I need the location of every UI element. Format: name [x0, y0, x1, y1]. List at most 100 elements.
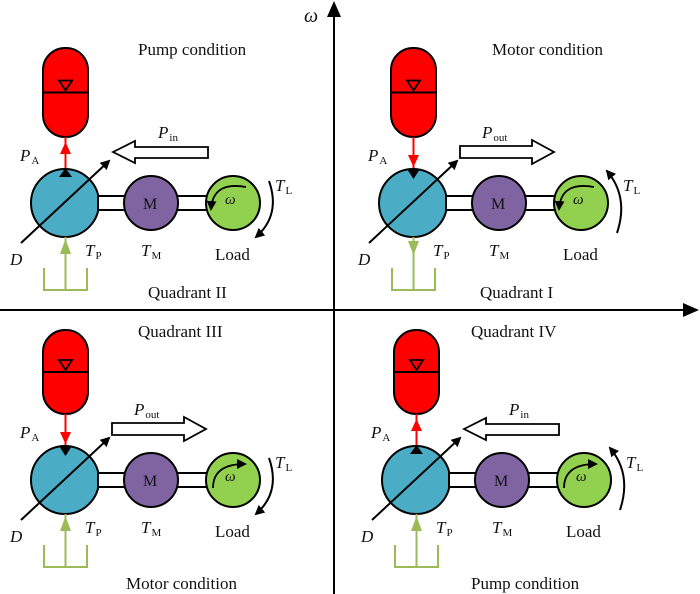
- pressure-flow-up-arrow-icon: [60, 142, 71, 154]
- load-torque-label-subscript: L: [633, 185, 640, 197]
- omega-rotation-arrow-icon: [212, 459, 247, 489]
- pressure-label-pa-subscript: A: [31, 432, 39, 444]
- quadrant-top-label: Quadrant IV: [471, 322, 557, 341]
- motor-torque-label: TM: [141, 241, 161, 262]
- pressure-label-pa: PA: [367, 146, 387, 167]
- load-torque-label-symbol: T: [275, 176, 286, 195]
- motor-circle: [123, 452, 179, 508]
- pump-torque-label: TP: [433, 241, 450, 262]
- load-torque-arrow-icon: [254, 457, 274, 516]
- motor-torque-label: TM: [489, 241, 509, 262]
- power-label: Pin: [157, 123, 178, 144]
- displacement-label-d: D: [360, 527, 374, 546]
- power-flow-left-arrow-icon: [110, 139, 209, 165]
- pump-torque-label-subscript: P: [446, 527, 452, 539]
- pump-torque-label-symbol: T: [436, 518, 447, 537]
- load-omega-label: ω: [225, 192, 236, 208]
- quadrant-top-label: Quadrant III: [138, 322, 223, 341]
- motor-torque-label-symbol: T: [141, 241, 152, 260]
- pressure-label-pa-symbol: P: [19, 423, 30, 442]
- power-label-subscript: in: [520, 409, 529, 421]
- motor-torque-label-symbol: T: [141, 518, 152, 537]
- load-torque-label-symbol: T: [623, 176, 634, 195]
- accumulator: [42, 329, 89, 415]
- quadrant-bottom-label: Quadrant I: [480, 283, 554, 302]
- variable-displacement-arrow: [20, 436, 111, 521]
- load-torque-label-symbol: T: [626, 453, 637, 472]
- power-label-symbol: P: [157, 123, 168, 142]
- shaft-pump-motor: [97, 472, 128, 488]
- motor-torque-label-subscript: M: [502, 527, 512, 539]
- tank-flow-down-arrow-icon: [408, 241, 419, 255]
- fluid-level-triangle-icon: [405, 79, 422, 93]
- omega-rotation-arrow-icon: [554, 185, 595, 211]
- load-torque-label-symbol: T: [275, 453, 286, 472]
- pump-torque-label-subscript: P: [95, 250, 101, 262]
- accumulator: [393, 329, 440, 415]
- power-label-subscript: out: [493, 132, 507, 144]
- motor-torque-label-symbol: T: [492, 518, 503, 537]
- load-label: Load: [563, 245, 598, 264]
- fluid-level-triangle-icon: [408, 359, 425, 372]
- pump-torque-label-subscript: P: [443, 250, 449, 262]
- motor-circle: [474, 452, 530, 508]
- accumulator: [42, 47, 89, 138]
- load-omega-label: ω: [576, 469, 587, 485]
- motor-torque-label-subscript: M: [151, 250, 161, 262]
- power-flow-right-arrow-icon: [459, 138, 556, 166]
- pressure-label-pa-subscript: A: [379, 155, 387, 167]
- load-label: Load: [215, 522, 250, 541]
- load-torque-label-subscript: L: [636, 462, 643, 474]
- power-label-symbol: P: [508, 400, 519, 419]
- motor-torque-label-subscript: M: [499, 250, 509, 262]
- load-omega-label: ω: [225, 469, 236, 485]
- pump-torque-label-symbol: T: [85, 241, 96, 260]
- motor-torque-label-subscript: M: [151, 527, 161, 539]
- pressure-label-pa: PA: [19, 423, 39, 444]
- pump-torque-label: TP: [85, 241, 102, 262]
- load-torque-label-subscript: L: [285, 185, 292, 197]
- motor-torque-label: TM: [141, 518, 161, 539]
- motor-label: M: [143, 473, 157, 490]
- tank-flow-up-arrow-icon: [60, 239, 71, 254]
- pump-torque-label: TP: [85, 518, 102, 539]
- fluid-level-triangle-icon: [57, 79, 74, 93]
- motor-circle: [123, 175, 179, 231]
- displacement-label-d: D: [9, 250, 23, 269]
- pressure-flow-down-arrow-icon: [408, 155, 419, 167]
- load-torque-arrow-icon: [254, 180, 274, 239]
- power-label: Pout: [481, 123, 507, 144]
- axis-label-omega: ω: [304, 5, 318, 27]
- quadrant-top-label: Pump condition: [138, 40, 247, 59]
- load-torque-arrow-icon: [605, 169, 623, 234]
- omega-rotation-arrow-icon: [563, 459, 598, 489]
- pressure-label-pa-symbol: P: [19, 146, 30, 165]
- power-label-symbol: P: [133, 400, 144, 419]
- displacement-label-d: D: [9, 527, 23, 546]
- pressure-label-pa-subscript: A: [382, 432, 390, 444]
- power-label: Pin: [508, 400, 529, 421]
- pump-inlet-triangle-icon: [59, 446, 72, 456]
- pressure-label-pa: PA: [19, 146, 39, 167]
- load-torque-label-subscript: L: [285, 462, 292, 474]
- power-flow-left-arrow-icon: [461, 416, 560, 442]
- motor-label: M: [491, 196, 505, 213]
- pump-torque-label: TP: [436, 518, 453, 539]
- shaft-pump-motor: [445, 195, 476, 211]
- omega-rotation-arrow-icon: [206, 185, 247, 211]
- load-torque-label: TL: [626, 453, 643, 474]
- power-label-subscript: in: [169, 132, 178, 144]
- load-torque-arrow-icon: [608, 446, 626, 511]
- motor-label: M: [494, 473, 508, 490]
- tank-flow-up-arrow-icon: [411, 516, 422, 531]
- shaft-motor-load: [527, 472, 559, 488]
- shaft-motor-load: [176, 472, 208, 488]
- shaft-pump-motor: [448, 472, 479, 488]
- pump-outlet-triangle-icon: [410, 445, 423, 454]
- quadrant-bottom-label: Motor condition: [126, 574, 237, 593]
- shaft-pump-motor: [97, 195, 128, 211]
